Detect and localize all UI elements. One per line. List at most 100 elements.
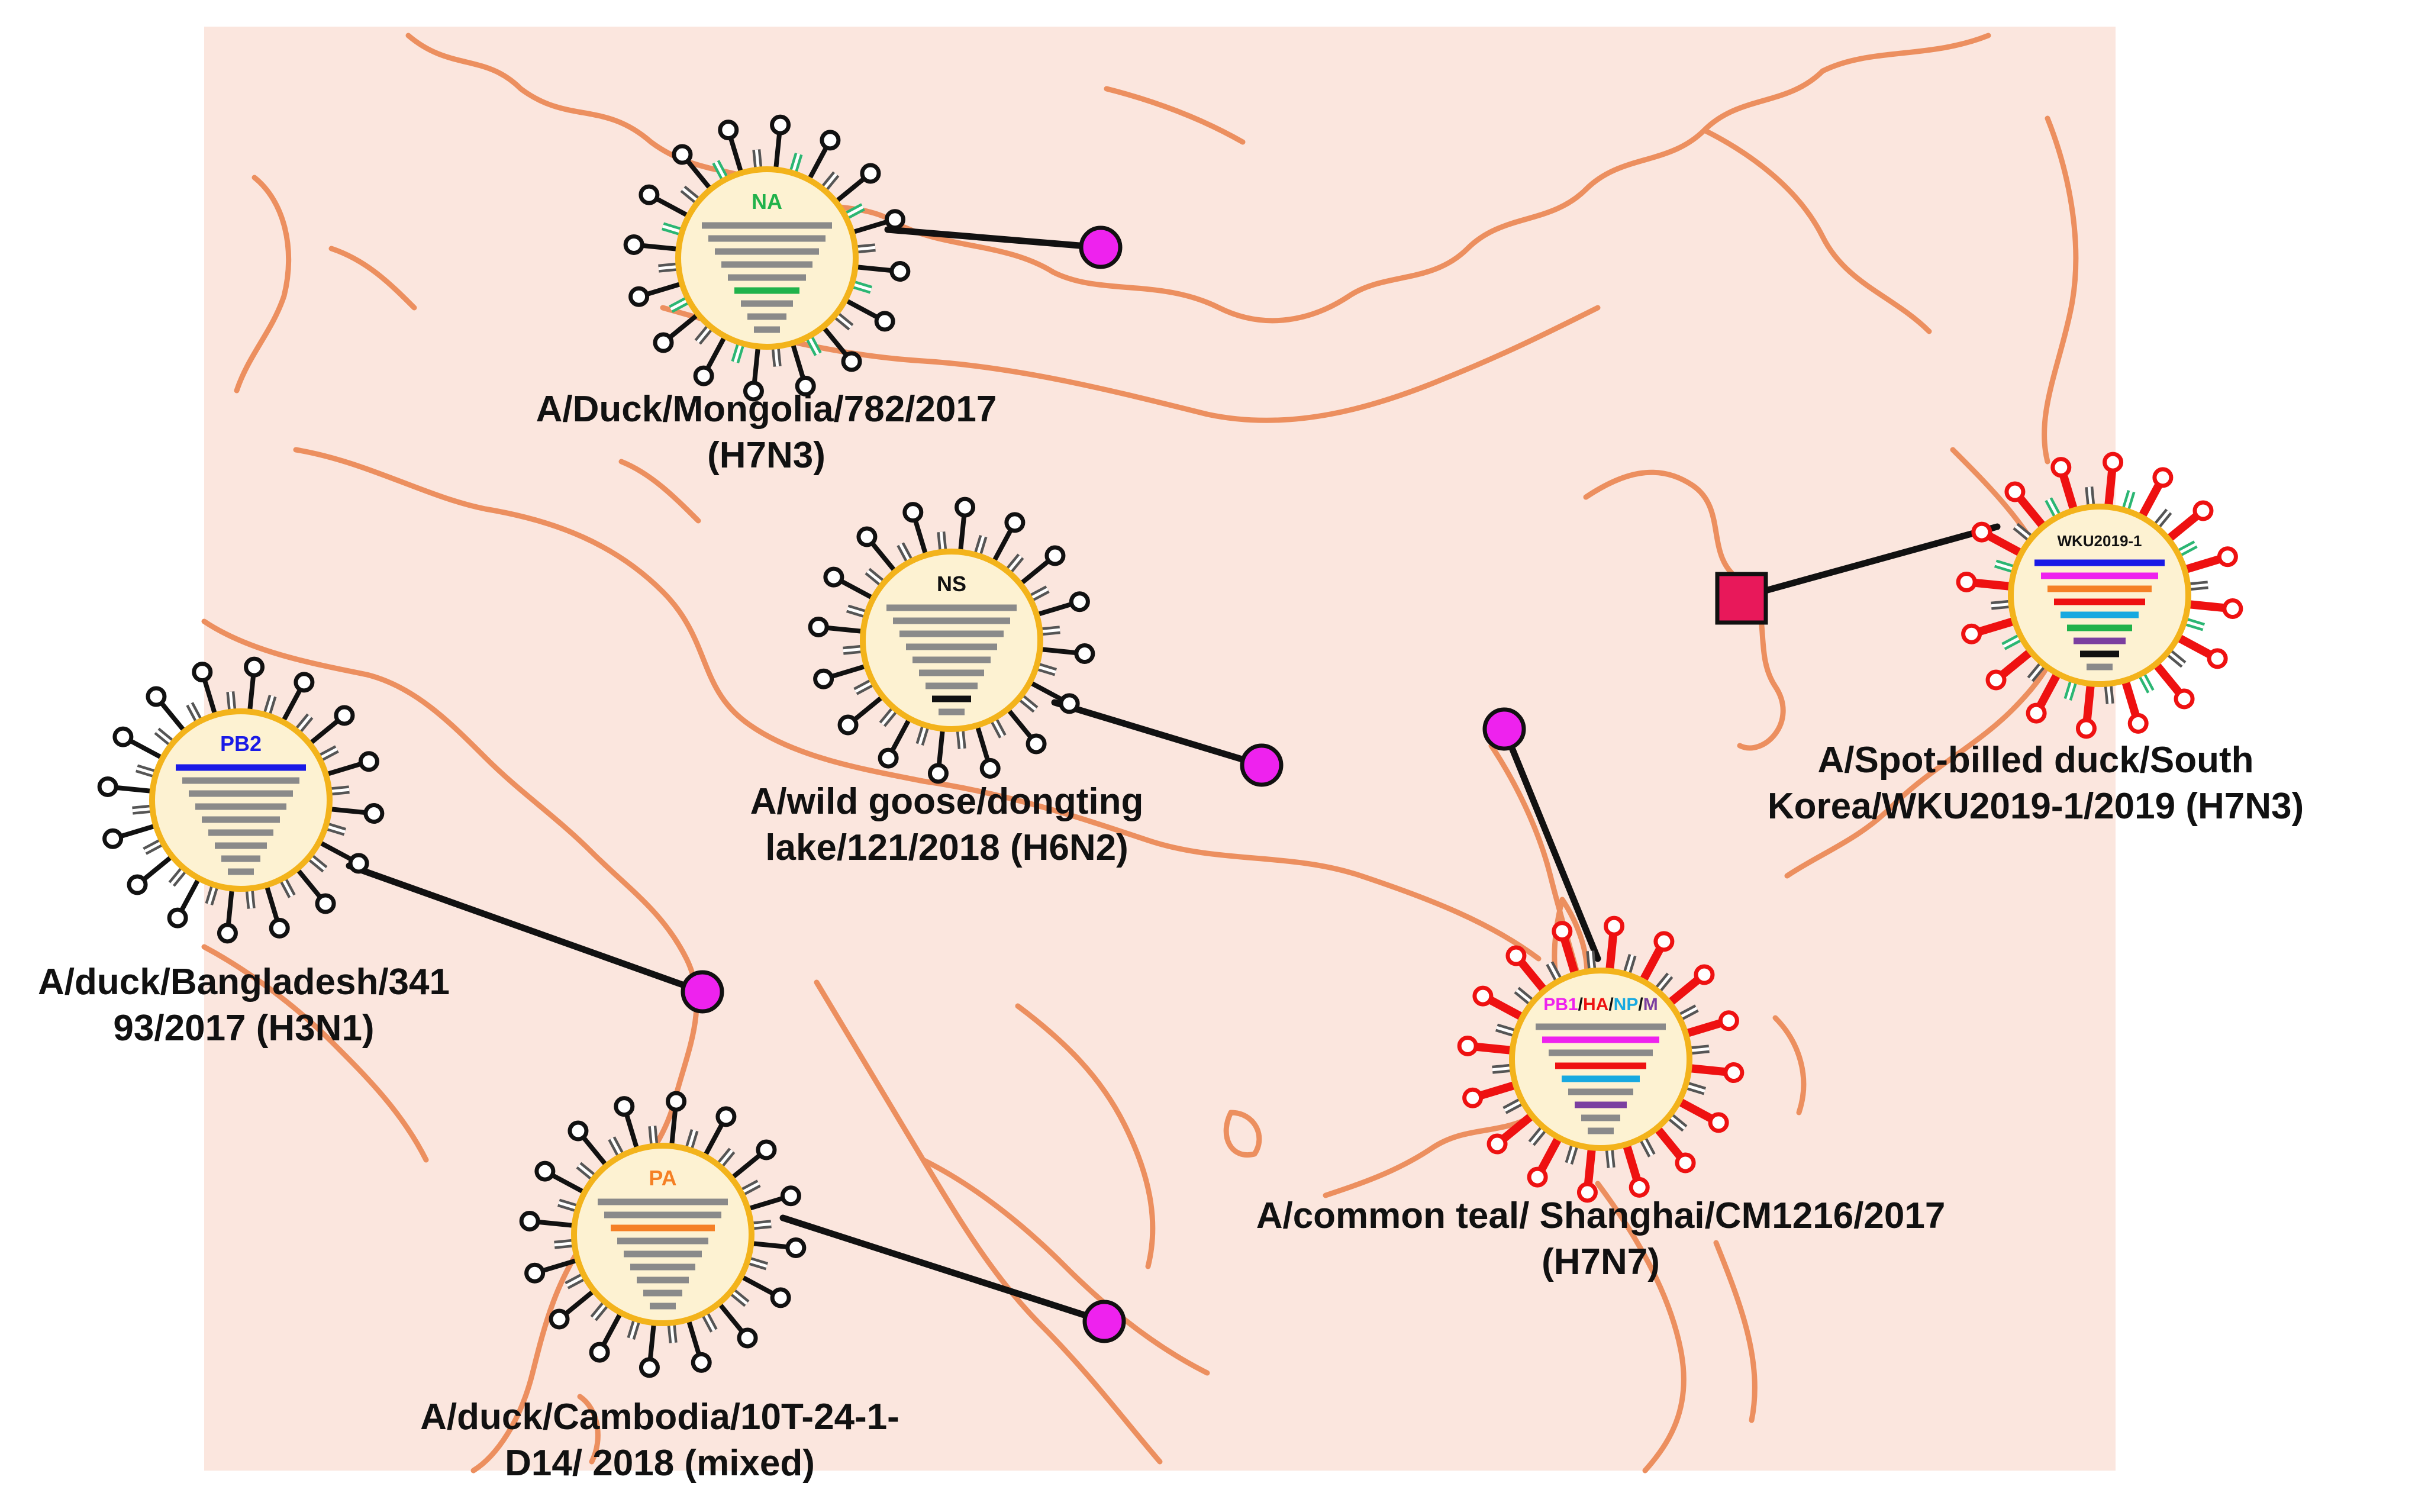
- spike-korea-6: [2000, 648, 2034, 678]
- spike-shanghai-8: [1475, 1042, 1513, 1055]
- segment-label-part: NP: [1614, 995, 1639, 1014]
- stub-inner-korea-1: [2167, 650, 2185, 666]
- stub-inner-shanghai-14: [1678, 1007, 1698, 1019]
- spike-shanghai-14: [1666, 976, 1701, 1007]
- spike-dongting-11: [913, 519, 928, 556]
- spike-head-cambodia-0: [785, 1237, 807, 1259]
- virion-korea: WKU2019-1: [1956, 452, 2243, 739]
- spike-head-korea-15: [2217, 546, 2238, 568]
- spike-head-bangladesh-0: [363, 803, 385, 824]
- spike-shanghai-1: [1676, 1097, 1714, 1123]
- spike-dongting-4: [936, 728, 946, 766]
- spike-head-bangladesh-8: [97, 776, 118, 797]
- spike-bangladesh-6: [142, 854, 174, 882]
- spike-bangladesh-13: [280, 688, 302, 723]
- stub-inner-shanghai-1: [1668, 1114, 1686, 1130]
- marker-mongolia: [1079, 225, 1123, 269]
- stub-inner-mongolia-3: [773, 346, 779, 367]
- spike-bangladesh-8: [115, 785, 153, 794]
- spike-cambodia-14: [730, 1153, 762, 1181]
- stub-inner-cambodia-15: [751, 1222, 772, 1228]
- spike-head-cambodia-12: [666, 1091, 687, 1112]
- spike-head-bangladesh-14: [334, 705, 355, 726]
- stub-inner-dongting-14: [1029, 588, 1049, 600]
- stub-inner-mongolia-11: [754, 149, 760, 170]
- spike-korea-7: [1978, 617, 2016, 636]
- stub-inner-cambodia-10: [610, 1137, 623, 1157]
- virion-dongting: NS: [808, 497, 1095, 784]
- spike-head-mongolia-10: [672, 144, 693, 165]
- stub-inner-korea-15: [2188, 583, 2208, 589]
- label-shanghai-line2: (H7N7): [1542, 1242, 1660, 1282]
- spike-bangladesh-12: [247, 675, 256, 713]
- spike-korea-1: [2175, 633, 2213, 659]
- spike-head-cambodia-10: [567, 1120, 589, 1142]
- spike-dongting-8: [826, 625, 864, 634]
- stub-inner-dongting-8: [847, 607, 868, 616]
- spike-head-shanghai-0: [1723, 1062, 1745, 1084]
- spike-head-dongting-14: [1044, 545, 1066, 566]
- stub-inner-korea-14: [2177, 543, 2197, 555]
- spike-bangladesh-10: [159, 701, 187, 733]
- segment-label-bangladesh: PB2: [220, 731, 262, 756]
- stub-inner-mongolia-1: [834, 313, 852, 328]
- spike-head-korea-2: [2174, 688, 2195, 710]
- spike-head-cambodia-6: [549, 1308, 570, 1330]
- spike-mongolia-14: [834, 176, 866, 204]
- spike-cambodia-11: [624, 1113, 640, 1150]
- spike-head-korea-8: [1956, 571, 1977, 592]
- stub-inner-shanghai-6: [1504, 1100, 1523, 1112]
- spike-mongolia-0: [855, 264, 892, 273]
- stub-inner-cambodia-6: [566, 1275, 585, 1287]
- stub-inner-korea-6: [2003, 636, 2022, 648]
- stub-inner-mongolia-7: [658, 265, 679, 270]
- stub-inner-mongolia-5: [697, 325, 712, 343]
- spike-cambodia-1: [740, 1274, 775, 1296]
- marker-shanghai: [1482, 707, 1526, 751]
- spike-mongolia-4: [752, 346, 761, 383]
- spike-mongolia-9: [655, 196, 690, 218]
- stub-inner-bangladesh-11: [228, 691, 234, 712]
- stub-inner-korea-11: [2087, 486, 2093, 507]
- spike-mongolia-12: [773, 133, 782, 170]
- marker-bangladesh: [681, 970, 724, 1014]
- spike-head-cambodia-7: [524, 1262, 546, 1284]
- segment-label-part: PB1: [1543, 995, 1578, 1014]
- stub-inner-dongting-10: [899, 543, 911, 563]
- spike-head-bangladesh-12: [244, 656, 265, 678]
- spike-head-bangladesh-5: [167, 907, 188, 929]
- stub-inner-korea-7: [1991, 602, 2011, 608]
- stub-inner-korea-5: [2029, 663, 2045, 681]
- spike-mongolia-8: [641, 243, 679, 252]
- spike-head-dongting-2: [1026, 733, 1047, 755]
- stub-inner-korea-3: [2106, 684, 2112, 704]
- spike-head-dongting-9: [823, 566, 844, 588]
- spike-mongolia-13: [807, 146, 828, 181]
- stub-inner-mongolia-9: [682, 188, 699, 203]
- spike-shanghai-3: [1622, 1143, 1641, 1181]
- spike-head-mongolia-15: [884, 209, 905, 230]
- spike-head-cambodia-8: [519, 1210, 540, 1231]
- spike-cambodia-7: [541, 1258, 579, 1273]
- stub-inner-mongolia-12: [791, 153, 801, 174]
- spike-head-shanghai-14: [1694, 964, 1715, 985]
- stub-inner-shanghai-15: [1689, 1047, 1710, 1053]
- stub-inner-dongting-2: [992, 718, 1004, 737]
- spike-cambodia-5: [601, 1311, 623, 1346]
- stub-inner-bangladesh-12: [265, 695, 275, 716]
- stub-inner-shanghai-0: [1685, 1084, 1705, 1093]
- spike-head-mongolia-8: [623, 234, 644, 255]
- segment-label-cambodia: PA: [649, 1166, 676, 1190]
- spike-dongting-7: [830, 663, 868, 679]
- spike-head-dongting-1: [1059, 693, 1080, 714]
- location-markers: [681, 225, 1768, 1343]
- spike-cambodia-10: [581, 1136, 609, 1168]
- spike-head-mongolia-6: [653, 332, 674, 353]
- spike-head-shanghai-4: [1576, 1182, 1598, 1203]
- spike-shanghai-13: [1639, 946, 1664, 984]
- connector-shanghai: [1501, 726, 1601, 962]
- spike-mongolia-5: [705, 335, 727, 370]
- stub-inner-cambodia-3: [669, 1323, 675, 1343]
- spike-shanghai-12: [1605, 934, 1618, 972]
